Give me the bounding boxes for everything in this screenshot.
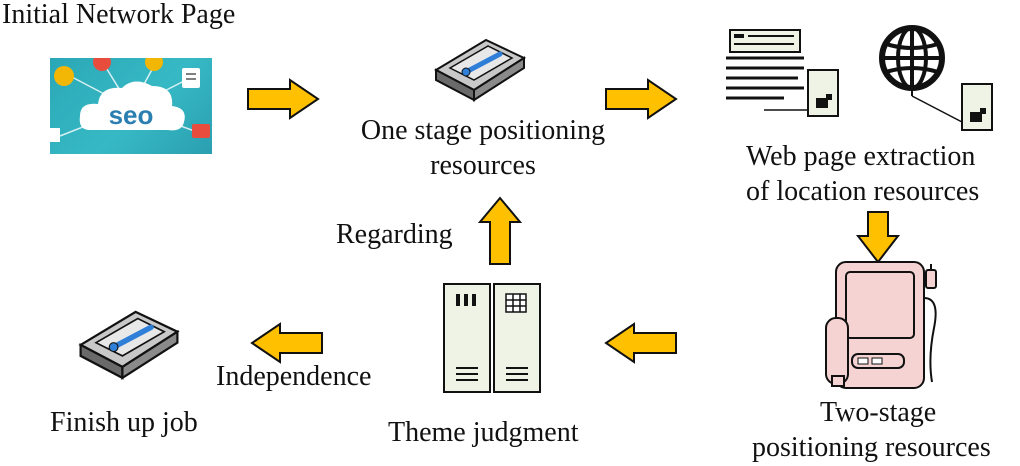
two-stage-label-line2: positioning resources (752, 432, 991, 463)
document-icon (726, 29, 839, 117)
seo-text: seo (109, 100, 154, 130)
one-stage-label-line2: resources (430, 150, 536, 181)
hard-drive-icon (78, 310, 180, 380)
two-stage-label-line1: Two-stage (820, 397, 937, 428)
seo-cloud-icon: seo (50, 58, 212, 154)
theme-judgment-label: Theme judgment (388, 417, 579, 448)
arrow-left-icon (250, 322, 323, 364)
one-stage-label-line1: One stage positioning (360, 115, 606, 146)
phone-icon (825, 261, 937, 389)
hard-drive-icon (433, 38, 527, 102)
arrow-right-icon (605, 78, 678, 120)
arrow-down-icon (855, 211, 901, 264)
regarding-label: Regarding (336, 219, 453, 250)
globe-icon (879, 25, 993, 131)
web-extract-label-line2: of location resources (746, 176, 980, 207)
independence-label: Independence (216, 361, 372, 392)
arrow-up-icon (477, 196, 523, 265)
server-cabinet-icon (443, 283, 541, 393)
initial-network-page-label: Initial Network Page (2, 0, 236, 30)
arrow-left-icon (604, 322, 677, 364)
finish-up-job-label: Finish up job (50, 407, 198, 438)
arrow-right-icon (247, 78, 320, 120)
web-extract-label-line1: Web page extraction (746, 141, 976, 172)
